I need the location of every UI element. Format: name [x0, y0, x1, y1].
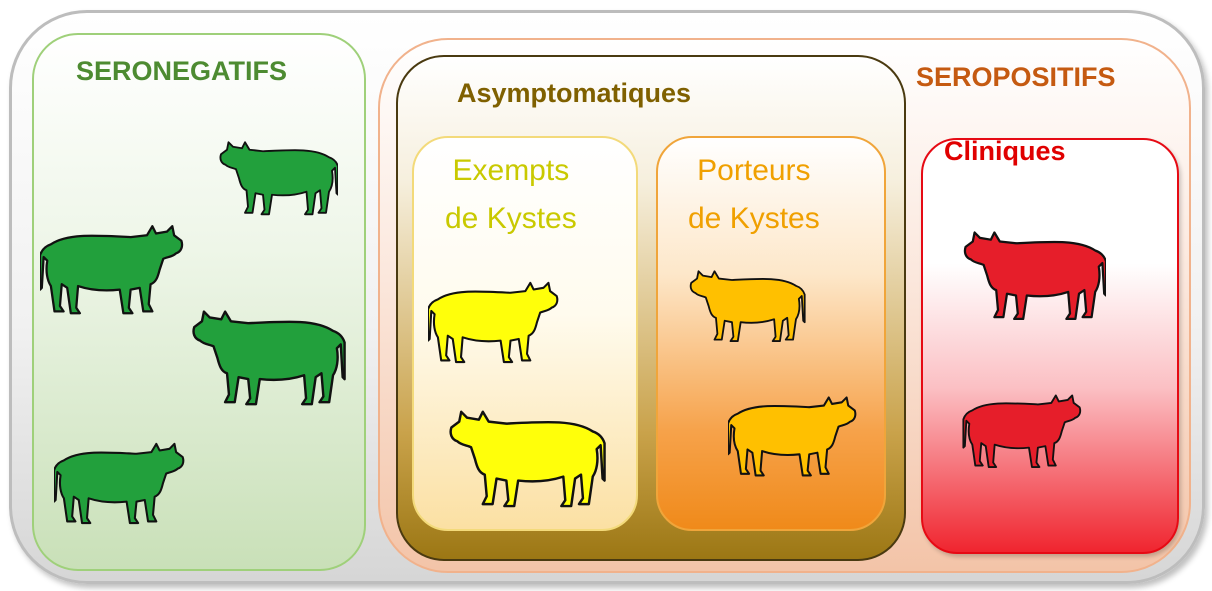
- cow-icon-yellow: [445, 402, 607, 510]
- cow-icon-orange: [684, 264, 809, 344]
- cow-icon-red: [962, 222, 1106, 324]
- cliniques-label: Cliniques: [944, 136, 1066, 167]
- cow-icon-green: [185, 302, 350, 408]
- exempts-de-kystes-label: Exempts de Kystes: [445, 147, 577, 243]
- cow-icon-orange: [728, 385, 858, 483]
- cliniques-group: [921, 138, 1179, 554]
- cow-icon-red: [958, 388, 1088, 470]
- cow-icon-yellow: [428, 266, 560, 374]
- cow-icon-green: [54, 432, 186, 530]
- seropositifs-label: SEROPOSITIFS: [916, 62, 1116, 93]
- asymptomatiques-label: Asymptomatiques: [457, 78, 691, 109]
- cow-icon-green: [40, 212, 185, 322]
- porteurs-de-kystes-label: Porteurs de Kystes: [688, 147, 820, 243]
- cow-icon-green: [218, 130, 338, 222]
- seronegatifs-label: SERONEGATIFS: [76, 56, 287, 87]
